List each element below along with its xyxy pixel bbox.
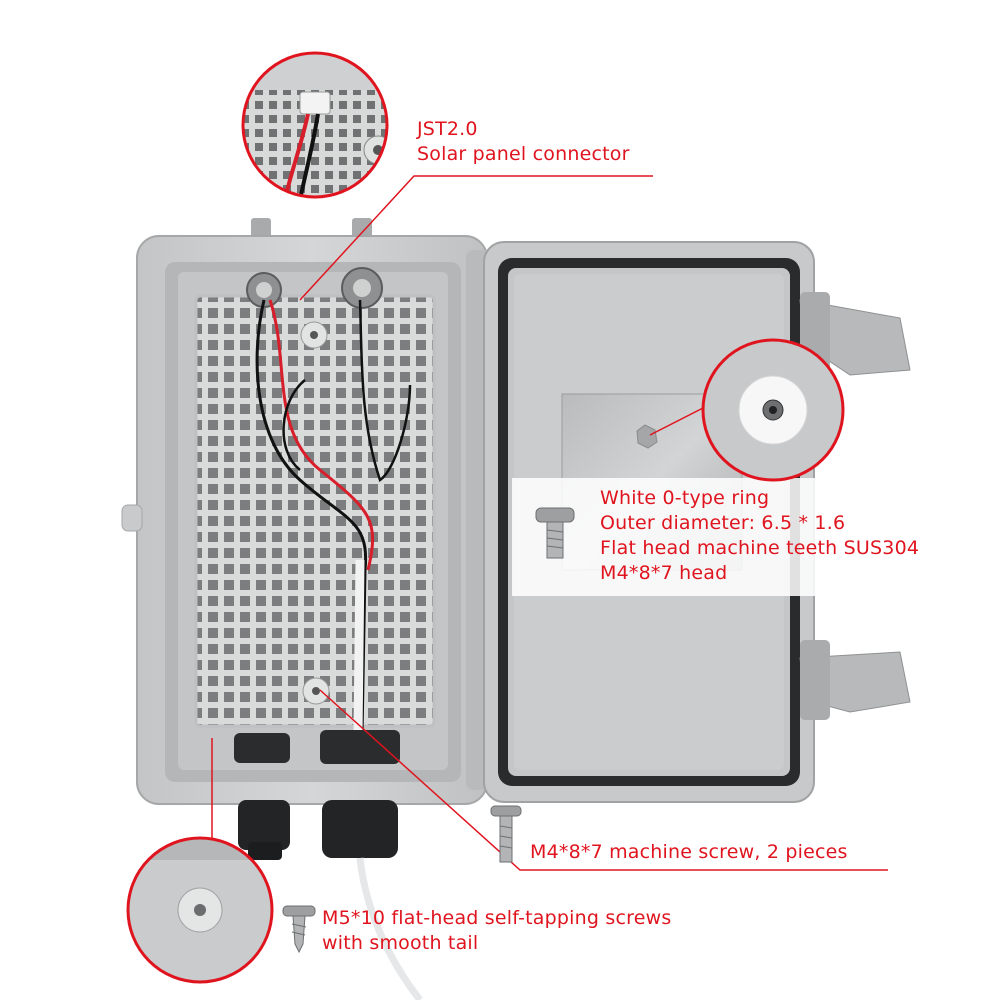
machine-screw-icon (535, 507, 575, 559)
tapping-screw-title: M5*10 flat-head self-tapping screws (322, 907, 672, 929)
machine-screw-desc: M4*8*7 machine screw, 2 pieces (530, 841, 848, 863)
machine-screw-2-icon (490, 805, 522, 863)
tapping-screw-desc: with smooth tail (322, 932, 479, 954)
zoom-circle-jst-connector (241, 51, 389, 199)
jst-connector-desc: Solar panel connector (417, 143, 630, 165)
self-tapping-screw-icon (282, 905, 316, 954)
o-ring-screw-type: Flat head machine teeth SUS304 (600, 537, 920, 559)
o-ring-screw-size: M4*8*7 head (600, 562, 728, 584)
label-panel (512, 478, 1000, 596)
jst-connector-title: JST2.0 (417, 118, 478, 140)
tapping-screw-label: M5*10 flat-head self-tapping screws with… (322, 906, 671, 956)
zoom-circle-o-ring (701, 338, 845, 482)
jst-connector-label: JST2.0 Solar panel connector (417, 117, 630, 167)
machine-screw-label: M4*8*7 machine screw, 2 pieces (530, 840, 848, 865)
o-ring-size: Outer diameter: 6.5 * 1.6 (600, 512, 846, 534)
leader-lines (211, 175, 888, 871)
o-ring-label: White 0-type ring Outer diameter: 6.5 * … (600, 486, 919, 586)
o-ring-title: White 0-type ring (600, 487, 770, 509)
enclosure-base (121, 218, 488, 1000)
